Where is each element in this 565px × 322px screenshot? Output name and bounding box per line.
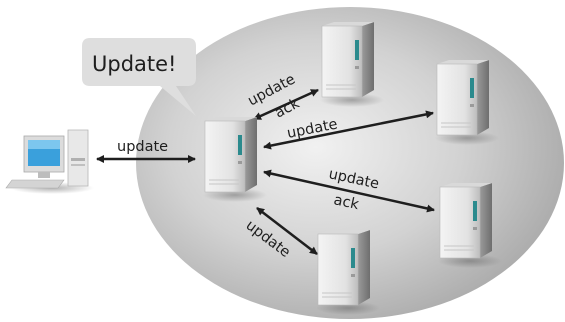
client-computer-icon bbox=[5, 129, 94, 194]
bubble-text: Update! bbox=[92, 52, 176, 76]
right-link-ack-label: ack bbox=[332, 192, 361, 213]
arrow-primary-upper-right bbox=[263, 110, 434, 150]
client-link-label: update bbox=[117, 139, 168, 155]
message-arrows bbox=[96, 88, 435, 255]
arrow-primary-right bbox=[263, 169, 435, 213]
arrow-primary-bottom bbox=[256, 207, 318, 255]
update-speech-bubble: Update! bbox=[82, 38, 196, 116]
